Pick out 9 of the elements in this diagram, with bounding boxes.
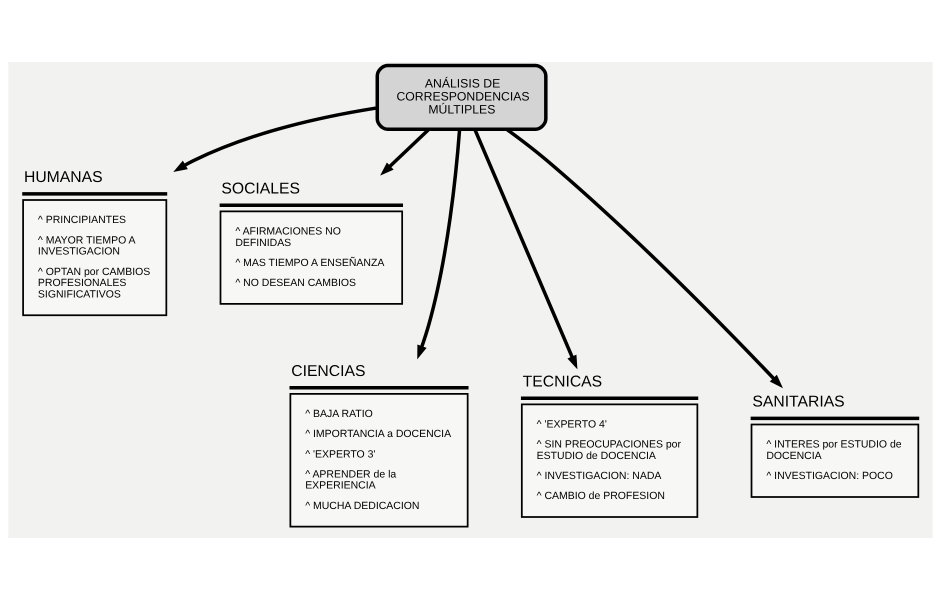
arrow xyxy=(173,106,378,172)
node-box: ANÁLISIS DE CORRESPONDENCIAS MÚLTIPLES xyxy=(376,63,548,130)
arrow xyxy=(473,128,578,369)
node-label: SOCIALES xyxy=(221,180,300,197)
node-label: CIENCIAS xyxy=(291,362,366,380)
arrow xyxy=(417,128,462,359)
node-label: HUMANAS xyxy=(24,168,103,186)
node-label: TECNICAS xyxy=(522,372,602,390)
node-label: SANITARIAS xyxy=(752,392,845,410)
